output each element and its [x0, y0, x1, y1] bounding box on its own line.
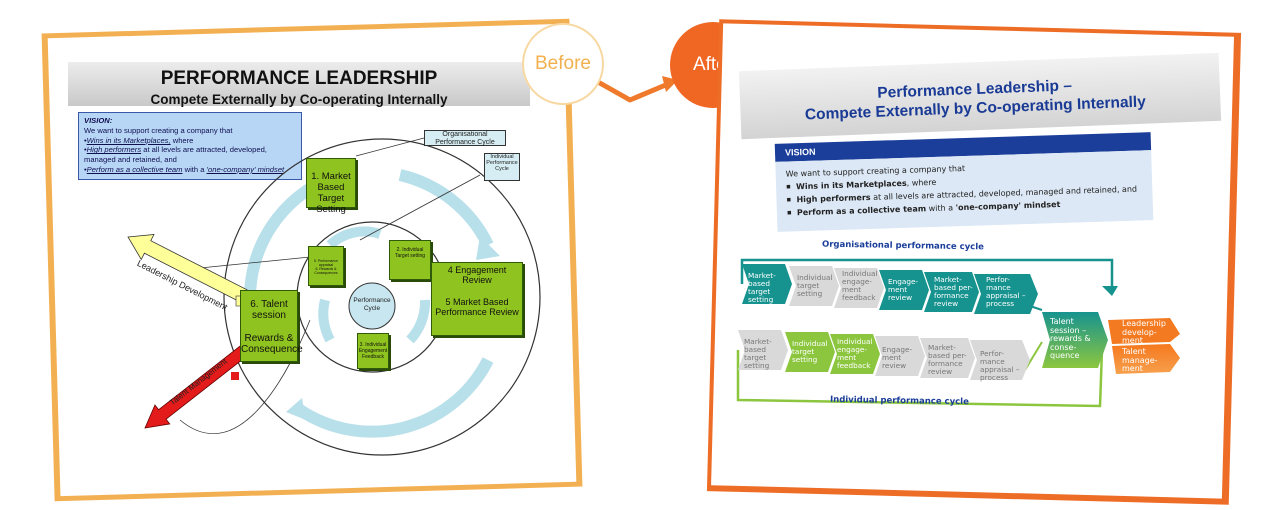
talent-session-step	[1042, 312, 1108, 368]
before-vision-heading: VISION:	[84, 116, 113, 125]
cycle-arrow	[398, 169, 494, 248]
before-vision-item: •Perform as a collective team with a 'on…	[84, 164, 285, 174]
talent-mgmt-label: Talent manage-ment	[1122, 347, 1158, 374]
org-step-label: Market-based per-formance review	[934, 275, 973, 308]
org-row	[742, 264, 1038, 314]
org-step-label: Individual engage-ment feedback	[842, 269, 878, 302]
org-step-3	[834, 268, 884, 308]
org-step-2	[789, 266, 839, 306]
before-vision-box: VISION: We want to support creating a co…	[78, 112, 302, 180]
talent-mgmt-step	[1112, 344, 1180, 374]
perf-cycle-label: Performance Cycle	[353, 297, 391, 312]
small-box-target: 2. Individual Target setting	[389, 240, 431, 280]
ind-step-3	[830, 334, 880, 374]
before-title-bar	[68, 62, 530, 106]
ind-step-label: Market-based target setting	[744, 337, 772, 370]
before-vision-intro: We want to support creating a company th…	[84, 125, 233, 135]
ind-step-1	[738, 330, 788, 370]
before-diagram	[127, 137, 541, 456]
ind-step-4	[875, 336, 925, 376]
ind-step-label: Market-based per-formance review	[928, 343, 967, 376]
before-subtitle: Compete Externally by Co-operating Inter…	[150, 92, 448, 107]
org-step-label: Market-based target setting	[748, 271, 776, 304]
org-step-label: Engage-ment review	[888, 277, 919, 302]
ind-row	[738, 330, 1030, 380]
org-step-5	[924, 272, 979, 312]
org-cycle-label-box: Organisational Performance Cycle	[424, 130, 506, 146]
ind-step-5	[920, 338, 975, 378]
ind-step-6	[970, 340, 1030, 380]
before-title: PERFORMANCE LEADERSHIP	[160, 68, 438, 89]
ind-step-label: Engage-ment review	[882, 345, 913, 370]
before-badge: Before	[522, 23, 604, 105]
org-step-6	[974, 274, 1038, 314]
before-vision-item: •High performers at all levels are attra…	[84, 145, 267, 165]
org-step-1	[742, 264, 792, 304]
cycle-arrow	[296, 357, 494, 438]
ind-step-label: Individual target setting	[792, 339, 828, 364]
talent-session-label: Talent session – rewards & conse-quence	[1050, 317, 1091, 361]
ind-step-2	[785, 332, 835, 372]
target-setting-box: 1. Market Based Target Setting	[306, 158, 356, 215]
ind-step-label: Individual engage-ment feedback	[837, 337, 873, 370]
org-step-label: Perfor-mance appraisal – process	[986, 275, 1026, 308]
after-process-diagram	[736, 258, 1180, 408]
small-box-feedback: 3. Individual Engagement Feedback	[357, 333, 389, 369]
before-vision-item: •Wins in its Marketplaces, where	[84, 135, 194, 145]
ind-cycle-label-box: Individual Performance Cycle	[484, 153, 520, 181]
ind-cycle-frame	[736, 349, 1104, 408]
org-step-4	[879, 270, 929, 310]
after-vision-box: VISION We want to support creating a com…	[774, 132, 1154, 232]
leadership-dev-step	[1108, 318, 1180, 344]
leadership-dev-label: Leadership develop-ment	[1122, 319, 1166, 346]
ind-step-label: Perfor-mance appraisal – process	[980, 349, 1020, 382]
org-step-label: Individual target setting	[797, 273, 833, 298]
outer-circle	[223, 138, 541, 456]
performance-cycle-circle	[348, 282, 396, 330]
